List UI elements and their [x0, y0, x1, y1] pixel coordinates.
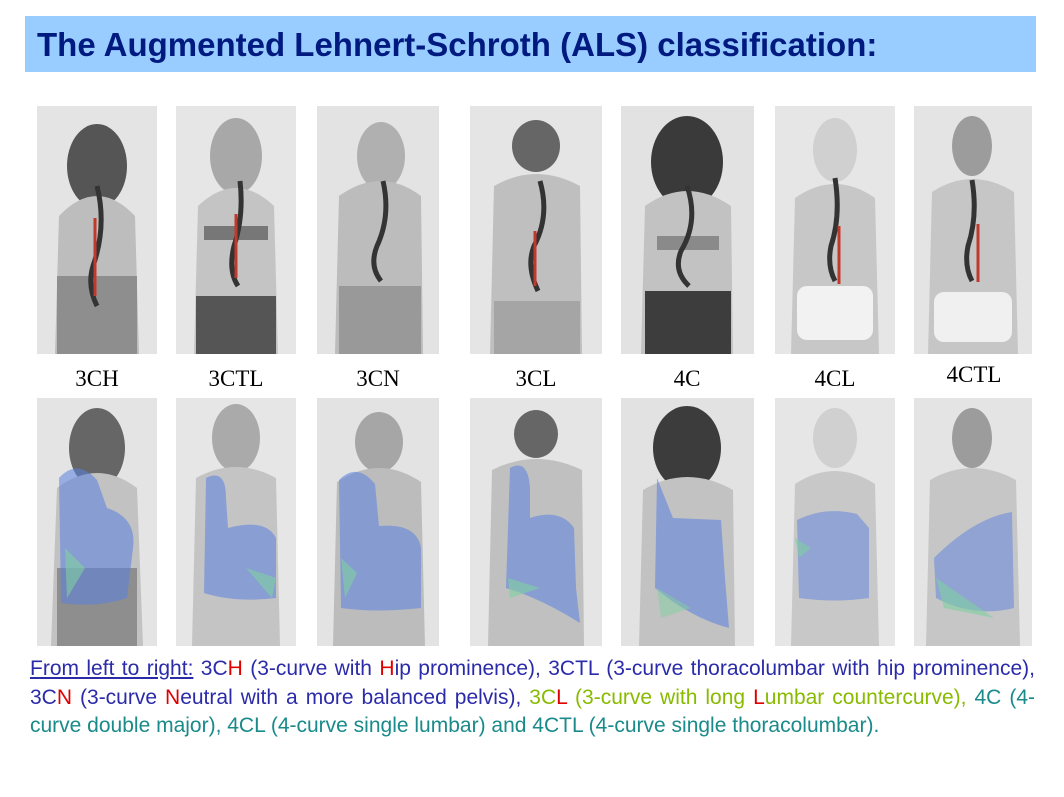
caption-part: (3-curve — [72, 685, 166, 709]
photo-top-3cl — [470, 106, 602, 354]
photo-top-4c — [621, 106, 754, 354]
label-3cl: 3CL — [515, 366, 557, 391]
caption-highlight: L — [556, 685, 568, 709]
caption-part: (3-curve with — [242, 657, 380, 680]
title-bar: The Augmented Lehnert-Schroth (ALS) clas… — [25, 16, 1036, 72]
caption-part: eutral with a more balanced pelvis), — [180, 685, 530, 709]
photo-bottom-4cl — [775, 398, 895, 646]
page-title: The Augmented Lehnert-Schroth (ALS) clas… — [37, 26, 878, 63]
photo-top-4ctl — [914, 106, 1032, 354]
label-3ctl: 3CTL — [208, 366, 264, 391]
caption-part: 4C (4-curve double major), 4CL (4-curve … — [30, 685, 1036, 738]
photo-bottom-3cn — [317, 398, 439, 646]
photo-top-3ctl — [176, 106, 296, 354]
caption-highlight: N — [165, 685, 181, 709]
label-4cl: 4CL — [814, 366, 856, 391]
photo-bottom-3cl — [470, 398, 602, 646]
caption-highlight: N — [56, 685, 73, 709]
photo-top-3cn — [317, 106, 439, 354]
photo-top-3ch — [37, 106, 157, 354]
caption-part: (3-curve with long — [567, 685, 754, 709]
caption-lead: From left to right: — [30, 657, 194, 680]
caption: From left to right: 3CH (3-curve with Hi… — [30, 655, 1035, 741]
caption-highlight: H — [379, 657, 395, 680]
caption-part: umbar countercurve), — [764, 685, 967, 709]
caption-part: 3C — [193, 657, 228, 680]
photo-top-4cl — [775, 106, 895, 354]
photo-bottom-3ctl — [176, 398, 296, 646]
caption-part: ip prominence), 3CTL (3-curve thoracolum… — [30, 657, 1035, 709]
caption-part: 3C — [529, 685, 557, 709]
label-3ch: 3CH — [75, 366, 119, 391]
photo-bottom-4c — [621, 398, 754, 646]
photo-bottom-4ctl — [914, 398, 1032, 646]
label-4ctl: 4CTL — [946, 362, 1002, 387]
caption-highlight: L — [753, 685, 765, 709]
label-4c: 4C — [673, 366, 701, 391]
label-3cn: 3CN — [356, 366, 400, 391]
photo-bottom-3ch — [37, 398, 157, 646]
caption-highlight: H — [227, 657, 243, 680]
